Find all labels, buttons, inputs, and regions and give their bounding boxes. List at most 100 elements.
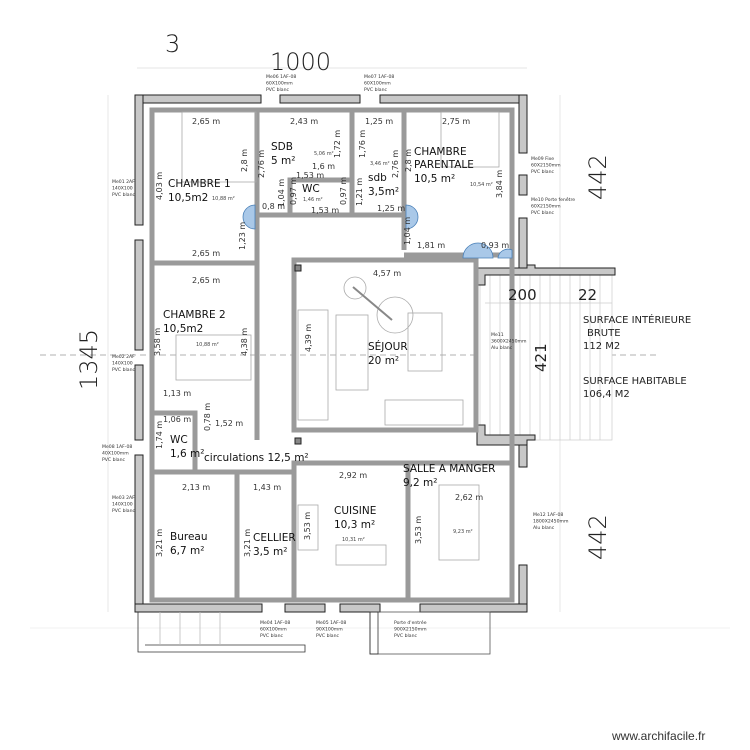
- dimension-label: 1,72 m: [333, 130, 342, 158]
- dimension-label: 2,65 m: [192, 249, 220, 258]
- room-name: WC: [302, 183, 320, 195]
- window-label: Me12 1AF-08: [533, 512, 563, 518]
- surface-interior-value: 112 M2: [583, 341, 620, 352]
- window-label: PVC blanc: [112, 192, 135, 198]
- dimension-label: 1,25 m: [377, 204, 405, 213]
- dimension-label: 1,76 m: [358, 130, 367, 158]
- dimension-label: 4,38 m: [240, 328, 249, 356]
- dimension-label: 2,75 m: [442, 117, 470, 126]
- window-label: 60X100mm: [266, 81, 293, 87]
- window-label: PVC blanc: [266, 87, 289, 93]
- column-markers: [294, 264, 302, 445]
- window-label: 60X100mm: [364, 81, 391, 87]
- dimension-label: 3,21 m: [243, 529, 252, 557]
- room-area: 6,7 m²: [170, 545, 204, 557]
- window-label: Me03 2AF: [112, 495, 135, 501]
- window-label: Me01 2AF: [112, 179, 135, 185]
- dimension-label: 10,31 m²: [342, 537, 365, 543]
- dimension-label: 2,92 m: [339, 471, 367, 480]
- room-area: 10,5 m²: [414, 173, 455, 185]
- watermark: www.archifacile.fr: [611, 729, 705, 743]
- dimension-label: 2,8 m: [240, 149, 249, 172]
- dimension-label: 1,21 m: [355, 178, 364, 206]
- window-label: PVC blanc: [112, 508, 135, 514]
- dimension-label: 3,21 m: [155, 529, 164, 557]
- window-label: 60X100mm: [260, 627, 287, 633]
- window-label: 140X100: [112, 502, 133, 508]
- room-area: 3,5 m²: [253, 546, 287, 558]
- door-swings: [242, 204, 513, 259]
- dimension-label: 1,43 m: [253, 483, 281, 492]
- window-label: 90X100mm: [316, 627, 343, 633]
- dimension-label: 3,53 m: [303, 512, 312, 540]
- surface-interior-label: BRUTE: [587, 328, 621, 339]
- room-name: SDB: [271, 141, 293, 153]
- dimension-label: 1,23 m: [238, 222, 247, 250]
- room-area: 20 m²: [368, 355, 399, 367]
- dimension-label: 2,76 m: [257, 150, 266, 178]
- inner-walls: [149, 107, 515, 603]
- surface-habitable-label: SURFACE HABITABLE: [583, 376, 687, 387]
- window-label: PVC blanc: [260, 633, 283, 639]
- room-name: CELLIER: [253, 532, 296, 544]
- window-label: PVC blanc: [102, 457, 125, 463]
- dimension-label: 1,6 m: [312, 162, 335, 171]
- dimension-label: 1,13 m: [163, 389, 191, 398]
- window-label: Me09 Fixe: [531, 156, 554, 162]
- dimension-label: 1,52 m: [215, 419, 243, 428]
- dimension-right-upper: 442: [584, 154, 612, 200]
- window-label: Alu blanc: [533, 525, 555, 531]
- window-label: Alu blanc: [491, 345, 513, 351]
- dimension-height: 1345: [75, 329, 103, 390]
- room-area: 10,5m2: [163, 323, 203, 335]
- room-area: 10,5m2: [168, 192, 208, 204]
- entrance-steps: [137, 611, 491, 655]
- dimension-label: 2,65 m: [192, 117, 220, 126]
- dimension-width: 1000: [270, 48, 331, 76]
- room-area: 9,2 m²: [403, 477, 437, 489]
- window-label: Me10 Porte fenêtre: [531, 196, 575, 203]
- window-label: Me06 1AF-08: [266, 74, 296, 80]
- dimension-label: 0,93 m: [481, 241, 509, 250]
- dimension-label: 1,74 m: [155, 421, 164, 449]
- dimension-label: 1,53 m: [311, 206, 339, 215]
- room-area: 10,3 m²: [334, 519, 375, 531]
- window-label: PVC blanc: [316, 633, 339, 639]
- window-label: Porte d'entrée: [394, 619, 427, 626]
- window-label: 140X100: [112, 186, 133, 192]
- dimension-label: 1,53 m: [296, 171, 324, 180]
- room-area: 5 m²: [271, 155, 295, 167]
- dimension-label: 3,58 m: [153, 328, 162, 356]
- window-label: PVC blanc: [531, 210, 554, 216]
- furniture: [175, 111, 500, 566]
- dimension-label: 10,88 m²: [196, 342, 219, 348]
- dimension-label: 3,53 m: [414, 516, 423, 544]
- dimension-label: 1,25 m: [365, 117, 393, 126]
- dimension-terrace-width: 200: [508, 286, 537, 304]
- dimension-label: 0,97 m: [339, 177, 348, 205]
- room-name: CHAMBRE 2: [163, 309, 226, 321]
- dimension-label: 0,8 m: [262, 202, 285, 211]
- dimension-label: 1,04 m: [277, 179, 286, 207]
- dimension-label: 2,43 m: [290, 117, 318, 126]
- window-label: 1800X2450mm: [533, 519, 569, 525]
- room-name: circulations 12,5 m²: [204, 452, 309, 464]
- window-label: Me02 2AF: [112, 354, 135, 360]
- room-name: CHAMBRE 1: [168, 178, 231, 190]
- room-area: 3,5m²: [368, 186, 399, 198]
- window-label: PVC blanc: [531, 169, 554, 175]
- window-label: 3600X2450mm: [491, 339, 527, 345]
- dimension-right-lower: 442: [584, 514, 612, 560]
- window-label: 900X2150mm: [394, 627, 427, 633]
- window-label: Me04 1AF-08: [260, 620, 290, 626]
- room-name: CUISINE: [334, 505, 376, 517]
- window-label: PVC blanc: [112, 367, 135, 373]
- dimension-top-small: 3: [165, 30, 180, 58]
- dimension-terrace-small: 22: [578, 286, 597, 304]
- window-label: 60X2150mm: [531, 204, 561, 210]
- dimension-label: 9,23 m²: [453, 529, 473, 535]
- window-label: Me08 1AF-08: [102, 444, 132, 450]
